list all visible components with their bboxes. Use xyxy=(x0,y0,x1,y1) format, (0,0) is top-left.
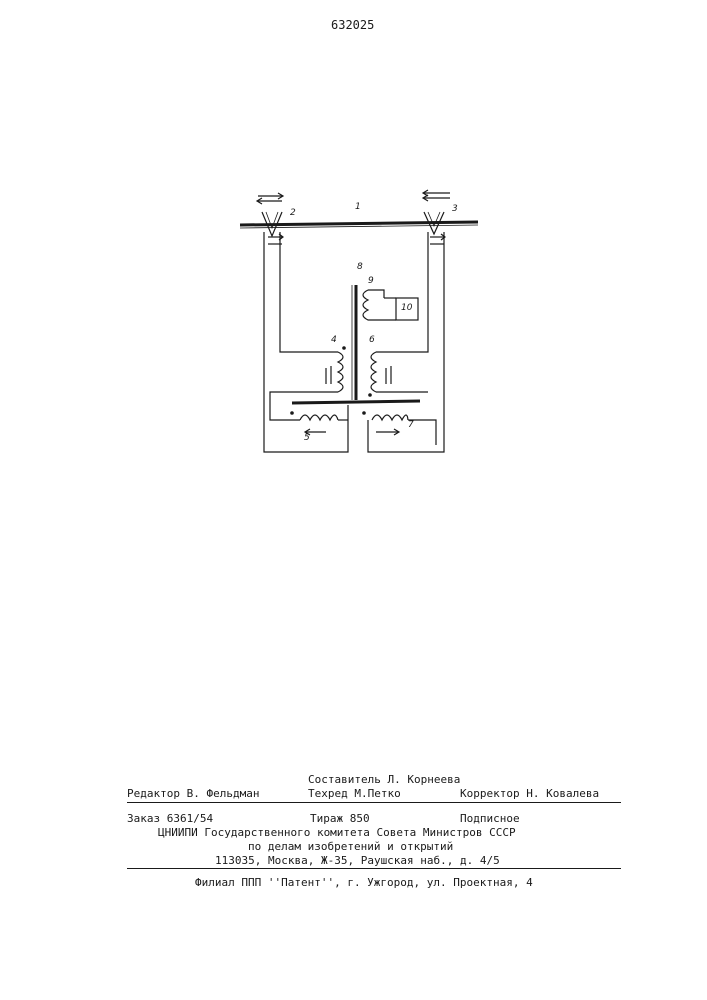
core-bottom xyxy=(292,401,420,403)
divider-2 xyxy=(127,868,621,869)
rail xyxy=(240,222,478,225)
techred-line: Техред М.Петко xyxy=(308,787,401,800)
label-5: 5 xyxy=(304,433,310,443)
label-2: 2 xyxy=(290,208,296,218)
coil-7 xyxy=(372,415,408,420)
label-1: 1 xyxy=(355,202,361,212)
circuit-figure xyxy=(0,0,707,520)
circuit-diagram xyxy=(0,0,707,520)
label-8: 8 xyxy=(357,262,363,272)
wire-right-outer xyxy=(368,232,444,452)
address-line: 113035, Москва, Ж-35, Раушская наб., д. … xyxy=(215,854,500,867)
compiler-line: Составитель Л. Корнеева xyxy=(308,773,460,786)
label-9: 9 xyxy=(368,276,374,286)
corrector-line: Корректор Н. Ковалева xyxy=(460,787,599,800)
coil-5 xyxy=(300,415,338,420)
wire-left-inner xyxy=(280,232,338,352)
subscription-line: Подписное xyxy=(460,812,520,825)
editor-line: Редактор В. Фельдман xyxy=(127,787,259,800)
label-4: 4 xyxy=(331,335,337,345)
label-7: 7 xyxy=(408,420,414,430)
branch-line: Филиал ППП ''Патент'', г. Ужгород, ул. П… xyxy=(195,876,533,889)
label-3: 3 xyxy=(452,204,458,214)
org-line-2: по делам изобретений и открытий xyxy=(248,840,453,853)
divider-1 xyxy=(127,802,621,803)
label-10: 10 xyxy=(401,303,412,313)
org-line-1: ЦНИИПИ Государственного комитета Совета … xyxy=(158,826,516,839)
label-6: 6 xyxy=(369,335,375,345)
coil-9 xyxy=(363,290,396,320)
coil-4 xyxy=(338,352,343,392)
coil-6 xyxy=(371,352,376,392)
circulation-line: Тираж 850 xyxy=(310,812,370,825)
order-line: Заказ 6361/54 xyxy=(127,812,213,825)
